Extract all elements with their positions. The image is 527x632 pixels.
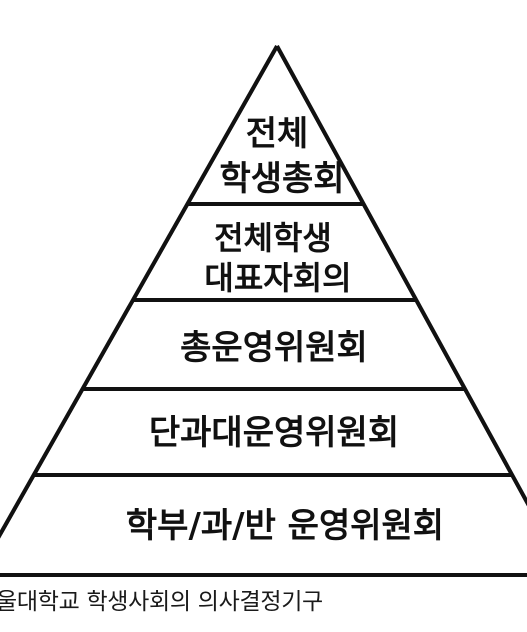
- diagram-caption: 울대학교 학생사회의 의사결정기구: [0, 589, 323, 615]
- tier-2-line-2: 대표자회의: [204, 259, 351, 297]
- tier-1-line-2: 학생총회: [219, 159, 344, 199]
- tier-4-label: 단과대운영위원회: [149, 413, 399, 453]
- tier-5-label: 학부/과/반 운영위원회: [126, 506, 444, 546]
- mask-left: [0, 0, 277, 535]
- tier-3-label: 총운영위원회: [180, 328, 368, 368]
- tier-2-line-1: 전체학생: [214, 219, 332, 257]
- pyramid-left-edge: [0, 45, 279, 539]
- tier-1-line-1: 전체: [246, 114, 309, 154]
- mask-right: [277, 0, 527, 503]
- pyramid-right-edge: [275, 45, 527, 507]
